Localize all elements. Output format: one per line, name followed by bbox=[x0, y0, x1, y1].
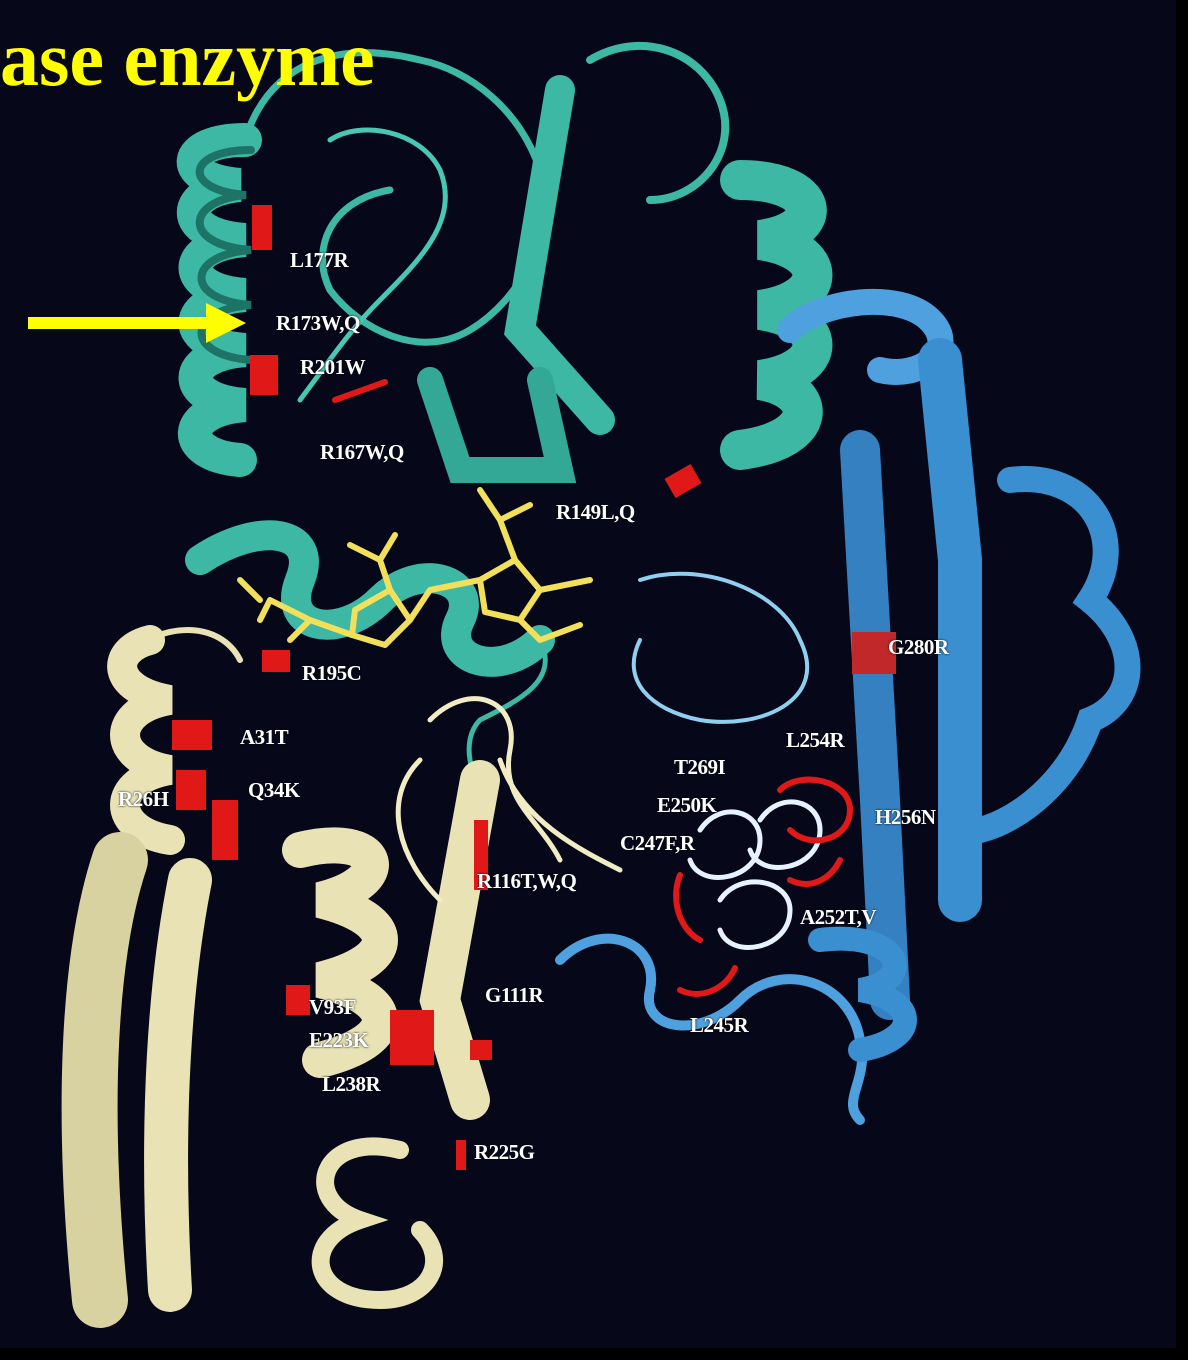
mutation-patch-a31 bbox=[172, 720, 212, 750]
image-panel-bottom bbox=[0, 1348, 1188, 1360]
mutation-patch-v93 bbox=[286, 985, 310, 1015]
mutation-label-r173wq: R173W,Q bbox=[276, 313, 360, 334]
mutation-patch-r195 bbox=[262, 650, 290, 672]
mutation-label-a31t: A31T bbox=[240, 727, 288, 748]
mutation-label-a252tv: A252T,V bbox=[800, 907, 876, 928]
mutation-patch-g111 bbox=[470, 1040, 492, 1060]
mutation-label-l177r: L177R bbox=[290, 250, 348, 271]
mutation-label-g280r: G280R bbox=[888, 637, 949, 658]
mutation-label-r26h: R26H bbox=[118, 789, 169, 810]
mutation-label-e223k: E223K bbox=[309, 1030, 368, 1051]
mutation-label-q34k: Q34K bbox=[248, 780, 300, 801]
mutation-label-e250k: E250K bbox=[657, 795, 716, 816]
mutation-label-r225g: R225G bbox=[474, 1142, 535, 1163]
mutation-label-l238r: L238R bbox=[322, 1074, 380, 1095]
blue-strand-main bbox=[940, 360, 960, 900]
arrow-shaft bbox=[28, 317, 218, 329]
mutation-label-r195c: R195C bbox=[302, 663, 361, 684]
mutation-label-r116twq: R116T,W,Q bbox=[477, 871, 576, 892]
mutation-label-r201w: R201W bbox=[300, 357, 365, 378]
image-panel-edge bbox=[1176, 0, 1188, 1360]
mutation-patch-e223 bbox=[390, 1010, 434, 1065]
mutation-patch-r26 bbox=[176, 770, 206, 810]
mutation-label-c247fr: C247F,R bbox=[620, 833, 694, 854]
mutation-patch-r225 bbox=[456, 1140, 466, 1170]
cream-strand-left bbox=[90, 860, 120, 1300]
mutation-patch-r201 bbox=[250, 355, 278, 395]
mutation-patch-l177 bbox=[252, 205, 272, 250]
figure-title: ase enzyme bbox=[0, 20, 375, 98]
mutation-patch-q34 bbox=[212, 800, 238, 860]
mutation-label-r149lq: R149L,Q bbox=[556, 502, 635, 523]
mutation-label-h256n: H256N bbox=[875, 807, 936, 828]
mutation-label-r167wq: R167W,Q bbox=[320, 442, 404, 463]
mutation-label-v93f: V93F bbox=[309, 997, 356, 1018]
mutation-label-l245r: L245R bbox=[690, 1015, 748, 1036]
mutation-label-t269i: T269I bbox=[674, 757, 725, 778]
mutation-label-l254r: L254R bbox=[786, 730, 844, 751]
cream-strand-left2 bbox=[166, 880, 190, 1290]
mutation-label-g111r: G111R bbox=[485, 985, 543, 1006]
